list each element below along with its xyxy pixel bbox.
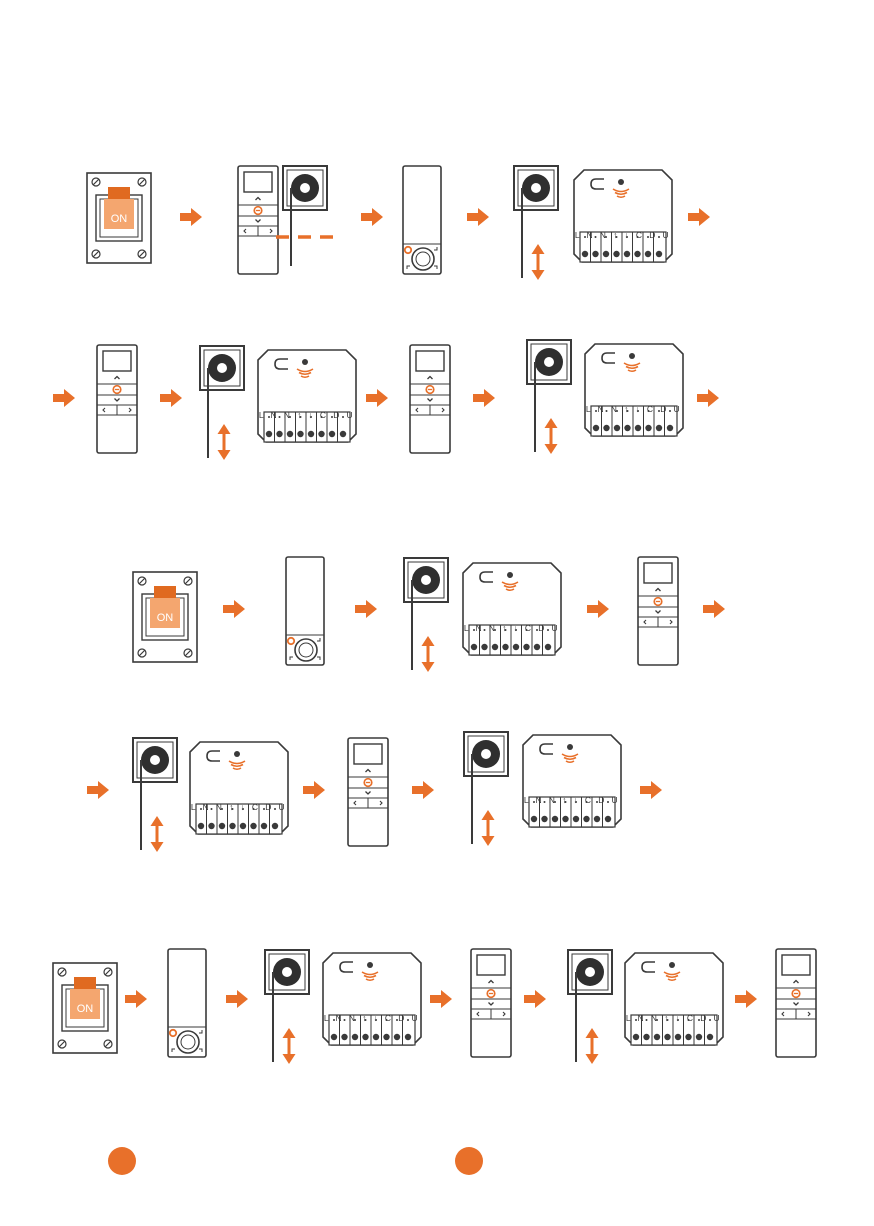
next-step-arrow-icon xyxy=(688,208,710,226)
remote-control-icon xyxy=(471,949,511,1057)
receiver-module-icon: L N N ↑ ↓ C D U xyxy=(258,350,356,442)
receiver-terminals: L N N ↑ ↓ C D U xyxy=(626,1013,722,1023)
sequence-row-4: L N N ↑ ↓ C D U L N N ↑ ↓ C D U xyxy=(87,732,662,852)
next-step-arrow-icon xyxy=(303,781,325,799)
circuit-breaker-icon: ON xyxy=(87,173,151,263)
receiver-module-icon: L N N ↑ ↓ C D U xyxy=(625,953,723,1045)
next-step-arrow-icon xyxy=(430,990,452,1008)
next-step-arrow-icon xyxy=(125,990,147,1008)
breaker-on-label: ON xyxy=(157,612,174,624)
remote-back-prog-button-icon xyxy=(403,166,441,274)
footer-markers xyxy=(108,1147,483,1175)
receiver-module-icon: L N N ↑ ↓ C D U xyxy=(323,953,421,1045)
remote-control-icon xyxy=(638,557,678,665)
footer-marker-dot xyxy=(455,1147,483,1175)
next-step-arrow-icon xyxy=(697,389,719,407)
tubular-motor-icon xyxy=(527,340,571,454)
tubular-motor-icon xyxy=(568,950,612,1064)
receiver-terminals: L N N ↑ ↓ C D U xyxy=(464,623,560,633)
tubular-motor-icon xyxy=(464,732,508,846)
remote-control-icon xyxy=(776,949,816,1057)
sequence-row-1: ON L N N ↑ ↓ C D U xyxy=(87,166,710,280)
next-step-arrow-icon xyxy=(87,781,109,799)
circuit-breaker-icon: ON xyxy=(53,963,117,1053)
tubular-motor-icon xyxy=(404,558,448,672)
receiver-terminals: L N N ↑ ↓ C D U xyxy=(324,1013,420,1023)
next-step-arrow-icon xyxy=(412,781,434,799)
receiver-terminals: L N N ↑ ↓ C D U xyxy=(586,404,682,414)
next-step-arrow-icon xyxy=(160,389,182,407)
next-step-arrow-icon xyxy=(640,781,662,799)
receiver-terminals: L N N ↑ ↓ C D U xyxy=(524,795,620,805)
next-step-arrow-icon xyxy=(355,600,377,618)
next-step-arrow-icon xyxy=(467,208,489,226)
receiver-module-icon: L N N ↑ ↓ C D U xyxy=(574,170,672,262)
next-step-arrow-icon xyxy=(524,990,546,1008)
receiver-module-icon: L N N ↑ ↓ C D U xyxy=(523,735,621,827)
receiver-module-icon: L N N ↑ ↓ C D U xyxy=(190,742,288,834)
receiver-terminals: L N N ↑ ↓ C D U xyxy=(259,410,355,420)
next-step-arrow-icon xyxy=(366,389,388,407)
receiver-terminals: L N N ↑ ↓ C D U xyxy=(191,802,287,812)
footer-marker-dot xyxy=(108,1147,136,1175)
next-step-arrow-icon xyxy=(53,389,75,407)
remote-control-icon xyxy=(410,345,450,453)
receiver-module-icon: L N N ↑ ↓ C D U xyxy=(463,563,561,655)
remote-control-icon xyxy=(238,166,278,274)
sequence-row-5: ON L N N ↑ ↓ C D U L N N ↑ ↓ C D U xyxy=(53,949,816,1064)
sequence-row-2: L N N ↑ ↓ C D U L N N ↑ ↓ C D U xyxy=(53,340,719,460)
circuit-breaker-icon: ON xyxy=(133,572,197,662)
remote-back-prog-button-icon xyxy=(168,949,206,1057)
sequence-row-3: ON L N N ↑ ↓ C D U xyxy=(133,557,725,672)
breaker-on-label: ON xyxy=(111,213,128,225)
remote-control-icon xyxy=(348,738,388,846)
next-step-arrow-icon xyxy=(703,600,725,618)
receiver-terminals: L N N ↑ ↓ C D U xyxy=(575,230,671,240)
next-step-arrow-icon xyxy=(735,990,757,1008)
tubular-motor-icon xyxy=(514,166,558,280)
next-step-arrow-icon xyxy=(587,600,609,618)
next-step-arrow-icon xyxy=(473,389,495,407)
next-step-arrow-icon xyxy=(223,600,245,618)
remote-back-prog-button-icon xyxy=(286,557,324,665)
tubular-motor-icon xyxy=(133,738,177,852)
next-step-arrow-icon xyxy=(361,208,383,226)
tubular-motor-icon xyxy=(200,346,244,460)
remote-control-icon xyxy=(97,345,137,453)
breaker-on-label: ON xyxy=(77,1003,94,1015)
next-step-arrow-icon xyxy=(226,990,248,1008)
tubular-motor-icon xyxy=(265,950,309,1064)
tubular-motor-icon xyxy=(283,166,327,266)
receiver-module-icon: L N N ↑ ↓ C D U xyxy=(585,344,683,436)
next-step-arrow-icon xyxy=(180,208,202,226)
